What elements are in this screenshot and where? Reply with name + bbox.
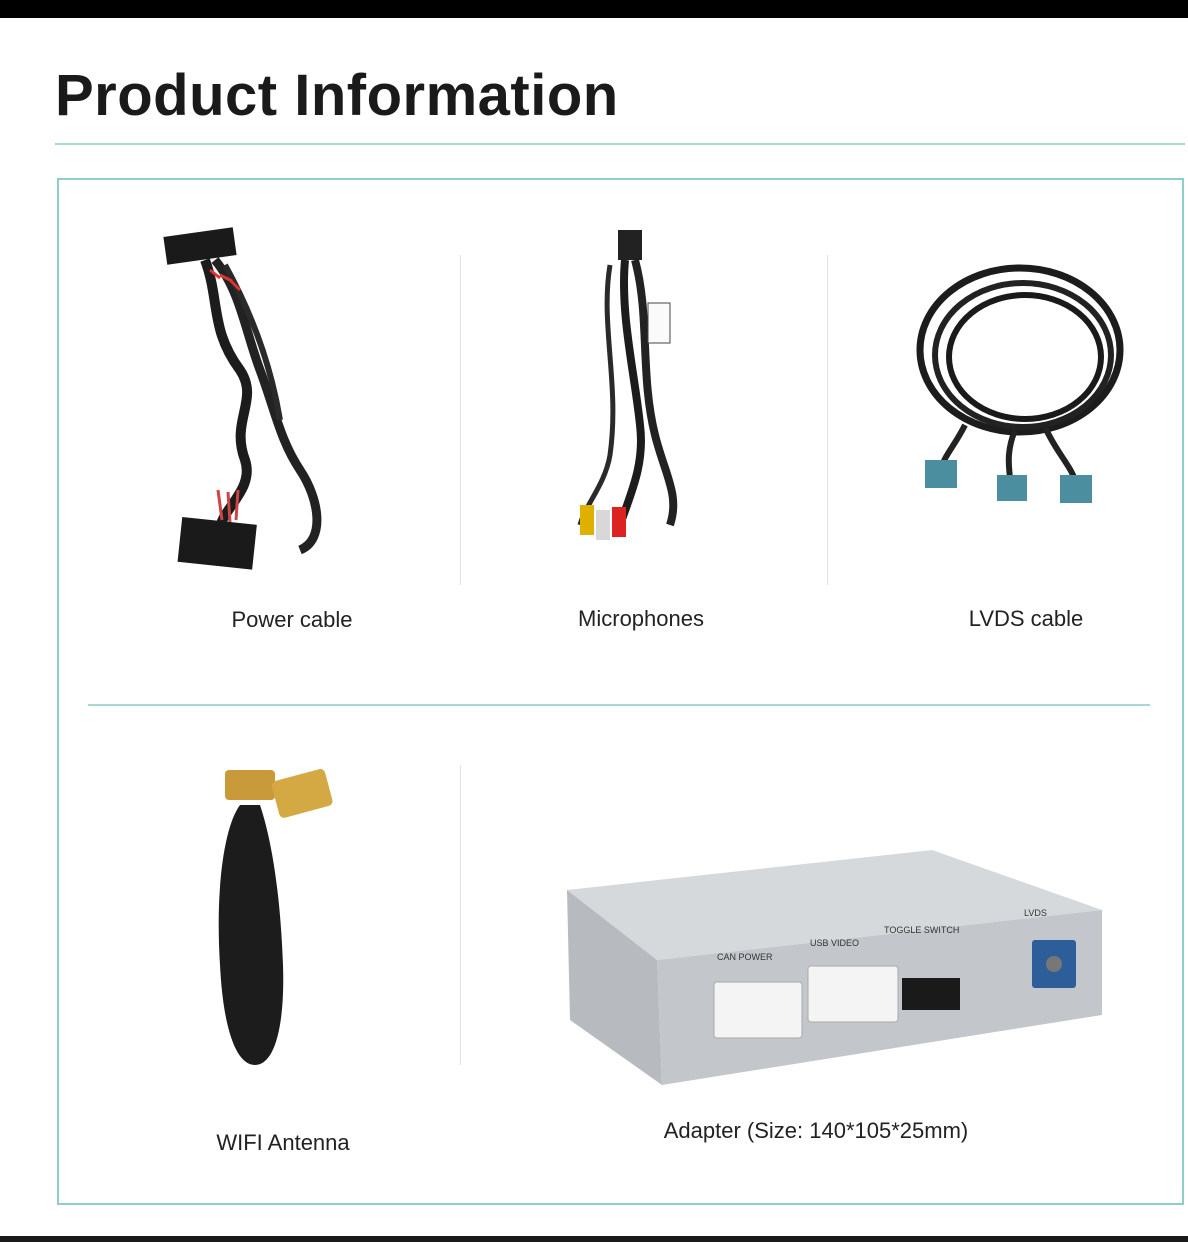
wifi-antenna-image <box>205 765 345 1080</box>
port-label-lvds: LVDS <box>1024 908 1047 918</box>
item-label: LVDS cable <box>968 606 1084 631</box>
bottom-bar <box>0 1236 1188 1242</box>
column-divider <box>827 255 828 585</box>
item-label: WIFI Antenna <box>216 1130 350 1155</box>
item-label: Adapter (Size: 140*105*25mm) <box>663 1118 969 1143</box>
microphones-cable-image <box>540 225 720 560</box>
column-divider <box>460 765 461 1065</box>
row-divider <box>88 704 1150 706</box>
port-label-toggle-switch: TOGGLE SWITCH <box>884 925 960 935</box>
title-divider <box>55 143 1185 145</box>
page-title: Product Information <box>55 63 619 128</box>
column-divider <box>460 255 461 585</box>
item-label: Microphones <box>578 606 704 631</box>
item-label: Power cable <box>231 607 353 632</box>
product-grid-frame <box>57 178 1184 1205</box>
lvds-cable-image <box>905 255 1135 530</box>
adapter-box-image: CAN POWER USB VIDEO TOGGLE SWITCH LVDS <box>562 840 1107 1095</box>
top-bar <box>0 0 1188 18</box>
port-label-usb-video: USB VIDEO <box>810 938 860 948</box>
power-cable-image <box>150 220 350 585</box>
port-label-can-power: CAN POWER <box>717 952 773 962</box>
